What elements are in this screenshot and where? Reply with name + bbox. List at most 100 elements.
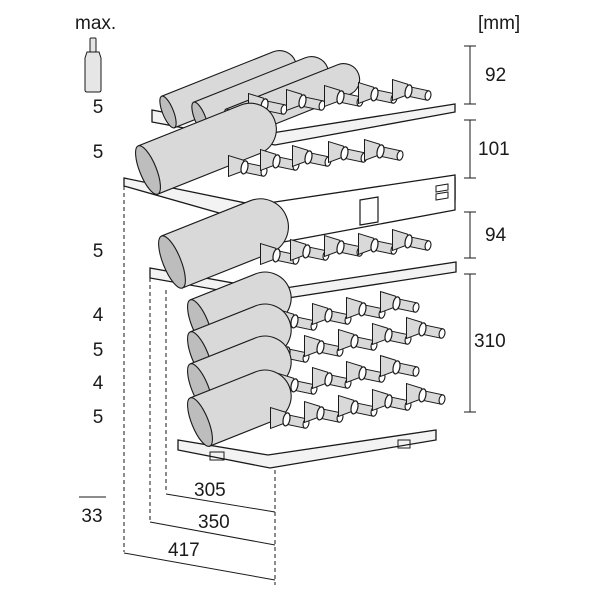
- bottle-ring: [350, 400, 359, 415]
- shelf-count-5: 5: [92, 340, 104, 361]
- bottle-top-neck-3: [324, 84, 364, 108]
- bottle-ring: [290, 378, 299, 393]
- bottle-cork: [412, 366, 420, 377]
- bottle-ring: [370, 238, 379, 253]
- bottle-base: [158, 235, 186, 289]
- bottle-base: [135, 145, 161, 195]
- unit-label: [mm]: [478, 13, 521, 34]
- bottle-rows: [135, 50, 446, 447]
- bottle-ring: [358, 302, 367, 317]
- bottle-top-neck-4: [358, 81, 398, 105]
- bottle-second-neck-3: [292, 144, 332, 168]
- foot-right: [397, 439, 411, 449]
- bottle-cork: [412, 302, 420, 313]
- bottle-ring: [316, 340, 325, 355]
- bottle-top-neck-2: [286, 88, 326, 112]
- bottle-stack-neck-4-2: [304, 400, 344, 424]
- bottle-ring: [324, 308, 333, 323]
- shelf-count-3: 5: [92, 241, 104, 262]
- shelf-count-6: 4: [92, 373, 104, 394]
- height-dimension-1: 92: [485, 65, 507, 86]
- bottle-stack-neck-4-4: [372, 388, 412, 412]
- bottle-ring: [316, 406, 325, 421]
- bottle-stack-neck-1-4: [380, 290, 420, 314]
- height-dimension-2: 101: [478, 139, 510, 160]
- display-button-1: [435, 183, 449, 193]
- bottle-cork: [396, 150, 404, 161]
- bottle-ring: [336, 90, 345, 105]
- depth-dim-417: [123, 552, 276, 581]
- bottle-icon: [84, 37, 102, 93]
- shelf-count-1: 5: [92, 97, 104, 118]
- bottle-base: [187, 397, 213, 447]
- bottle-third-neck-1: [260, 242, 300, 266]
- bottle-ring: [350, 334, 359, 349]
- bottle-body: [160, 198, 289, 289]
- bottle-ring: [358, 366, 367, 381]
- bottle-cork: [424, 240, 432, 251]
- depth-dimension-3: 417: [168, 540, 200, 561]
- bottle-ring: [298, 94, 307, 109]
- dimension-lines: [123, 45, 476, 585]
- bottle-third-neck-4: [358, 232, 398, 256]
- bottle-ring: [404, 84, 413, 99]
- display-screen: [359, 196, 379, 226]
- height-dimension-3: 94: [485, 225, 507, 246]
- bottle-third-front: [158, 198, 289, 289]
- bottle-stack-neck-2-2: [304, 334, 344, 358]
- bottle-stack-neck-4-1: [270, 406, 310, 430]
- shelf-count-4: 4: [92, 305, 104, 326]
- bottle-stack-neck-3-2: [312, 366, 352, 390]
- bottle-second-neck-1: [228, 154, 268, 178]
- bottle-ring: [272, 248, 281, 263]
- shelf-count-2: 5: [92, 142, 104, 163]
- bottle-stack-neck-3-3: [346, 360, 386, 384]
- bottle-stack-neck-1-2: [312, 302, 352, 326]
- bottle-cork: [438, 328, 446, 339]
- bottle-ring: [340, 146, 349, 161]
- bottle-cork: [424, 90, 432, 101]
- bottle-stack-neck-2-3: [338, 328, 378, 352]
- bottle-ring: [272, 154, 281, 169]
- bottle-ring: [384, 394, 393, 409]
- bottle-stack-neck-4-3: [338, 394, 378, 418]
- total-count: 33: [81, 506, 103, 527]
- bottle-ring: [336, 240, 345, 255]
- depth-dimension-1: 305: [194, 480, 226, 501]
- bottle-ring: [418, 388, 427, 403]
- bottle-second-neck-4: [328, 140, 368, 164]
- bottle-stack-neck-1-3: [346, 296, 386, 320]
- bottle-ring: [384, 328, 393, 343]
- depth-dim-350: [149, 521, 276, 546]
- bottle-body: [137, 102, 277, 195]
- height-dimension-4: 310: [474, 331, 506, 352]
- bottle-ring: [282, 412, 291, 427]
- bottle-stack-neck-3-4: [380, 354, 420, 378]
- bottle-stack-neck-2-5: [406, 316, 446, 340]
- bottle-third-neck-2: [290, 238, 330, 262]
- bottle-base: [159, 95, 177, 129]
- foot-left: [209, 451, 225, 461]
- depth-dim-305: [165, 493, 276, 513]
- bottle-cork: [438, 394, 446, 405]
- display-button-2: [435, 191, 449, 201]
- bottle-second-front: [135, 102, 277, 195]
- bottle-ring: [240, 160, 249, 175]
- bottle-ring: [324, 372, 333, 387]
- bottle-ring: [370, 87, 379, 102]
- shelf-count-7: 5: [92, 407, 104, 428]
- bottle-top-neck-5: [392, 78, 432, 102]
- bottle-ring: [418, 322, 427, 337]
- max-label: max.: [75, 13, 117, 34]
- bottle-third-neck-5: [392, 228, 432, 252]
- bottle-third-neck-3: [324, 234, 364, 258]
- depth-dimension-2: 350: [198, 512, 230, 533]
- bottle-ring: [304, 150, 313, 165]
- bottle-ring: [376, 144, 385, 159]
- bottle-ring: [290, 314, 299, 329]
- bottle-ring: [392, 296, 401, 311]
- bottle-stack-neck-2-4: [372, 322, 412, 346]
- bottle-ring: [404, 234, 413, 249]
- bottle-ring: [302, 244, 311, 259]
